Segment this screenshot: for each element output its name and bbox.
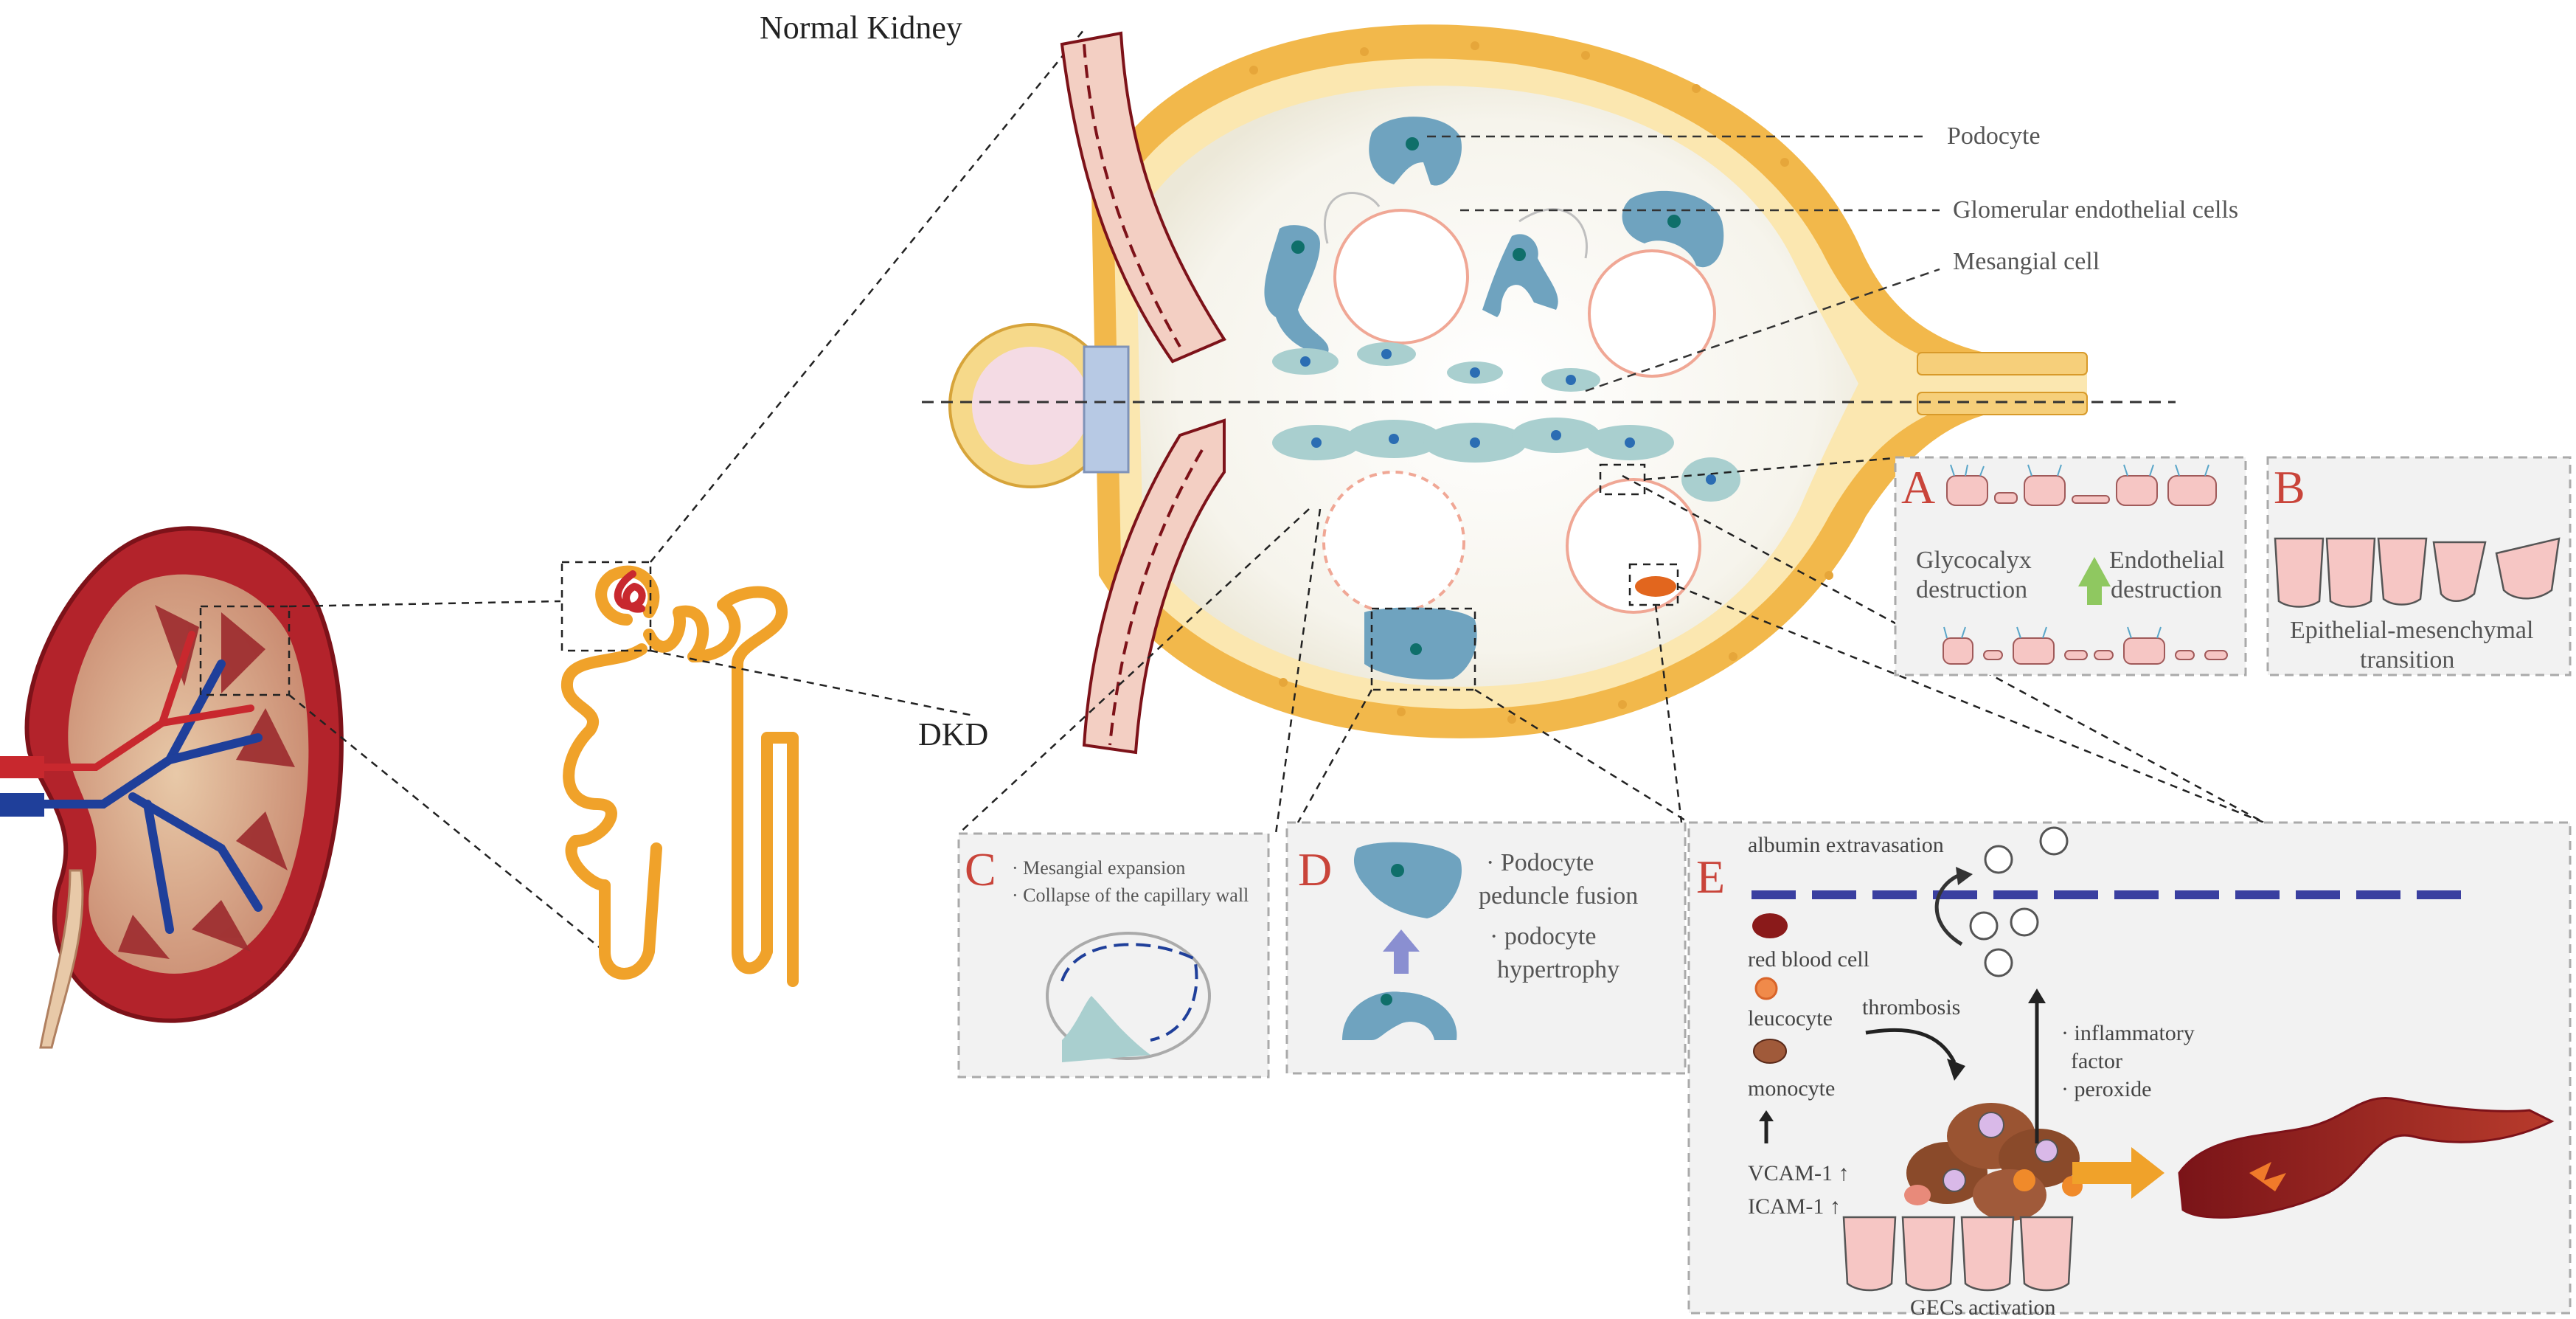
albumin-molecules	[1969, 826, 2069, 977]
kidney-illustration	[0, 526, 344, 1049]
label-normal-kidney: Normal Kidney	[760, 10, 962, 46]
panel-b-line-1: Epithelial-mesenchymal	[2290, 617, 2533, 644]
panel-e-gecs: GECs activation	[1910, 1295, 2055, 1319]
panel-e-albumin: albumin extravasation	[1748, 833, 1944, 857]
panel-e-leucocyte: leucocyte	[1748, 1006, 1833, 1031]
panel-a: A Glycocalyx destruction Endothelial des…	[1894, 456, 2247, 676]
panel-d-line-1: · Podocyte	[1486, 849, 1594, 876]
panel-e-inflam-1: · inflammatory	[2061, 1021, 2195, 1045]
capillary-loops	[1322, 209, 1716, 614]
panel-b: B Epithelial-mesenchymal transition	[2266, 456, 2572, 676]
panel-d-line-4: hypertrophy	[1497, 956, 1619, 983]
cell-cluster	[1904, 1103, 2083, 1221]
arterioles	[1060, 31, 1226, 755]
panel-e-monocyte: monocyte	[1748, 1076, 1835, 1101]
gec-row	[1842, 1216, 2074, 1292]
panel-e-letter: E	[1696, 851, 1725, 903]
zoom-lines-kidney	[199, 600, 605, 952]
panel-e-vcam: VCAM-1 ↑	[1748, 1161, 1850, 1185]
panel-d-line-3: · podocyte	[1490, 923, 1596, 950]
panel-c: C · Mesangial expansion · Collapse of th…	[957, 832, 1270, 1079]
panel-e-thrombosis: thrombosis	[1862, 995, 1960, 1019]
juxtaglomerular-apparatus	[948, 323, 1130, 488]
panel-a-glycocalyx-2: destruction	[1916, 576, 2027, 603]
panel-e-peroxide: · peroxide	[2061, 1077, 2151, 1101]
panel-c-letter: C	[965, 843, 996, 896]
panel-a-glycocalyx-1: Glycocalyx	[1916, 547, 2032, 574]
panel-a-endothelial-1: Endothelial	[2109, 547, 2225, 574]
panel-d-line-2: peduncle fusion	[1479, 882, 1638, 910]
panel-e-rbc: red blood cell	[1748, 947, 1869, 972]
panel-c-line-1: · Mesangial expansion	[1012, 857, 1185, 879]
label-dkd: DKD	[918, 716, 988, 752]
nephron-illustration	[560, 565, 799, 987]
panel-e-icam: ICAM-1 ↑	[1748, 1194, 1841, 1219]
panel-d: D · Podocyte peduncle fusion · podocyte …	[1285, 821, 1687, 1075]
glomerulus	[922, 24, 2176, 755]
zoom-lines-nephron	[560, 29, 1085, 717]
panel-a-letter: A	[1901, 461, 1935, 513]
label-glomerular-endothelial: Glomerular endothelial cells	[1953, 196, 2238, 224]
panel-a-endothelial-2: destruction	[2111, 576, 2222, 603]
panel-b-line-2: transition	[2360, 646, 2454, 674]
panel-c-line-2: · Collapse of the capillary wall	[1012, 884, 1249, 906]
panel-e-inflam-2: factor	[2071, 1049, 2122, 1073]
label-mesangial-cell: Mesangial cell	[1953, 248, 2100, 275]
panel-e: E albumin extravasation red blood cell l…	[1687, 821, 2572, 1319]
label-podocyte: Podocyte	[1947, 122, 2041, 150]
panel-b-letter: B	[2274, 461, 2305, 513]
leader-lines	[1427, 135, 1940, 392]
panel-d-letter: D	[1298, 843, 1332, 896]
